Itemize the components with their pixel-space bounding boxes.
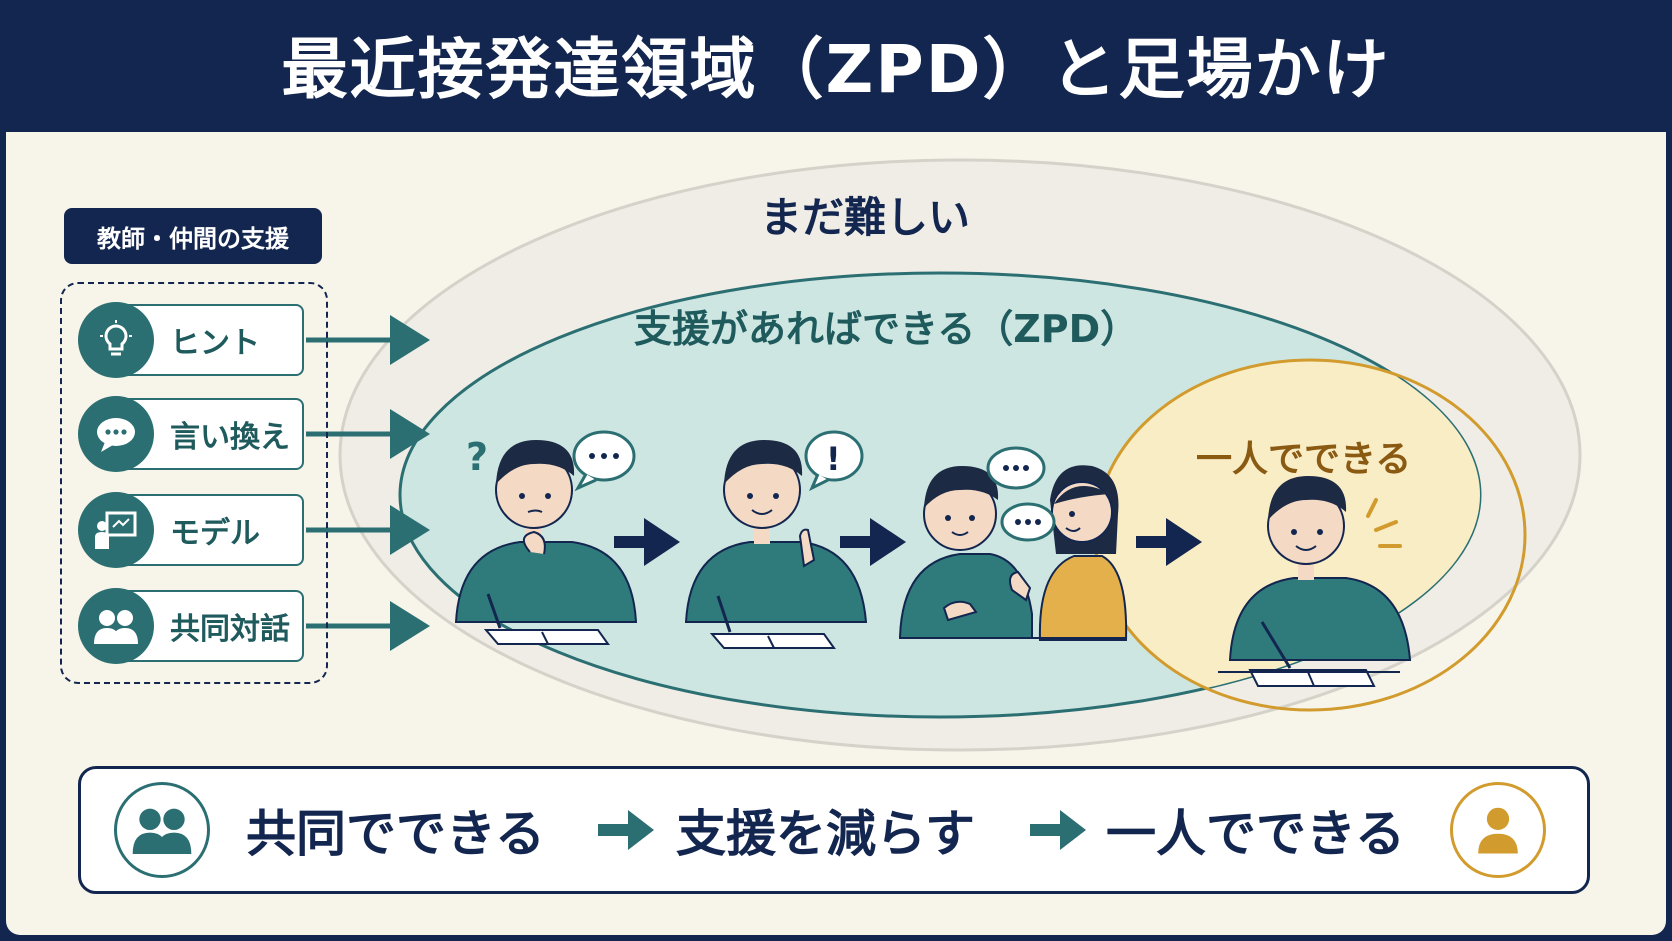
tool-hint[interactable]: ヒント	[78, 302, 304, 378]
support-title: 教師・仲間の支援	[64, 208, 322, 264]
person-icon	[1478, 807, 1518, 854]
tool-label: モデル	[170, 516, 260, 551]
lightbulb-icon	[78, 302, 154, 378]
exclaim-bubble	[804, 430, 864, 492]
summary-step-3: 一人でできる	[1106, 805, 1405, 863]
summary-step-2: 支援を減らす	[676, 805, 975, 863]
zone-zpd-label: 支援があればできる（ZPD）	[634, 307, 1139, 351]
student-independent	[1218, 476, 1412, 687]
summary-step-1: 共同でできる	[246, 805, 545, 863]
speech-bubble-icon	[78, 396, 154, 472]
exclaim-mark: !	[826, 440, 841, 478]
sparkle-marks	[1366, 498, 1402, 548]
people-icon	[78, 588, 154, 664]
step-arrow-1	[614, 518, 680, 566]
thought-bubble-1	[572, 430, 636, 492]
tool-label: 共同対話	[170, 612, 290, 647]
student-dialogue-girl	[1009, 465, 1128, 641]
presenter-board-icon	[78, 492, 154, 568]
question-mark: ?	[466, 435, 488, 479]
page-title: 最近接発達領域（ZPD）と足場かけ	[281, 31, 1391, 108]
zone-outer-label: まだ難しい	[760, 193, 971, 242]
step-arrows	[614, 518, 1202, 566]
individual-badge	[1450, 782, 1546, 878]
summary-arrow-1	[598, 810, 654, 850]
summary-bar	[78, 766, 1590, 894]
tool-connectors	[306, 315, 430, 651]
tool-label: 言い換え	[170, 420, 290, 455]
zone-inner-label: 一人でできる	[1196, 439, 1412, 480]
step-arrow-3	[1136, 518, 1202, 566]
tool-model[interactable]: モデル	[78, 492, 304, 568]
step-arrow-2	[840, 518, 906, 566]
student-dialogue-boy	[898, 466, 1033, 639]
people-icon	[132, 808, 192, 854]
dialogue-bubbles	[986, 446, 1056, 542]
group-badge	[114, 782, 210, 878]
tool-dialogue[interactable]: 共同対話	[78, 588, 304, 664]
support-box	[60, 282, 328, 684]
header: 最近接発達領域（ZPD）と足場かけ	[0, 0, 1672, 128]
student-idea	[684, 440, 868, 649]
student-thinking	[454, 440, 638, 645]
tool-label: ヒント	[170, 326, 260, 361]
summary-arrow-2	[1030, 810, 1086, 850]
tool-rephrase[interactable]: 言い換え	[78, 396, 304, 472]
